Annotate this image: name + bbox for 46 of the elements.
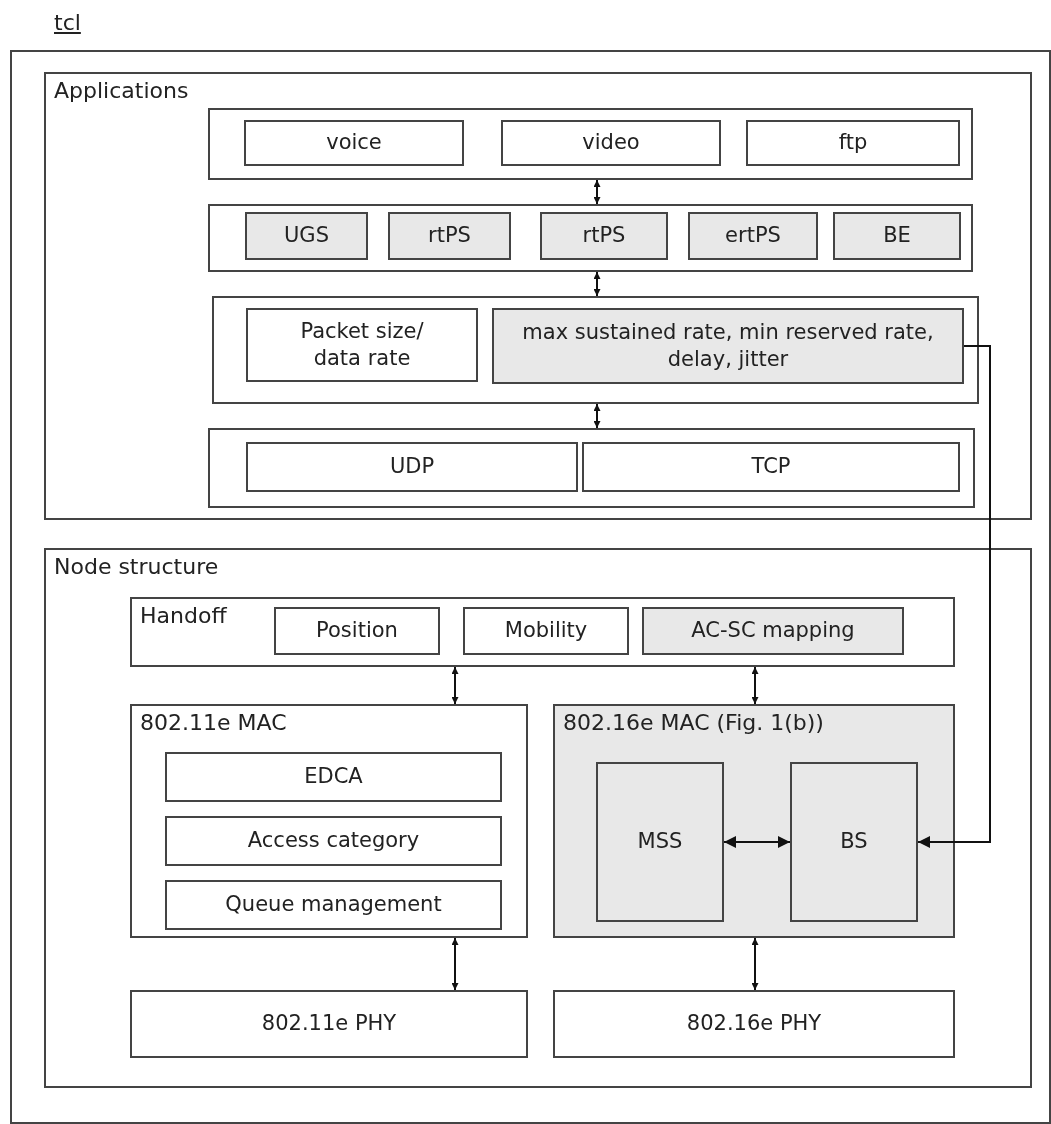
component-box: AC-SC mapping	[642, 607, 904, 655]
component-box: BS	[790, 762, 918, 922]
component-box: TCP	[582, 442, 960, 492]
component-box: rtPS	[540, 212, 668, 260]
arrow	[593, 403, 601, 429]
component-box: Position	[274, 607, 440, 655]
component-box: UGS	[245, 212, 368, 260]
group-title: Applications	[54, 78, 189, 103]
group-title: tcl	[54, 10, 81, 35]
group-panel	[130, 704, 528, 938]
component-box: Mobility	[463, 607, 629, 655]
component-box: video	[501, 120, 721, 166]
group-title: Node structure	[54, 554, 219, 579]
group-title: Handoff	[140, 603, 227, 628]
layer-band	[208, 428, 975, 508]
group-panel	[130, 597, 955, 667]
layer-band	[208, 204, 973, 272]
arrow	[751, 666, 759, 705]
component-box: voice	[244, 120, 464, 166]
component-box: EDCA	[165, 752, 502, 802]
component-box: BE	[833, 212, 961, 260]
component-box: ftp	[746, 120, 960, 166]
component-box: max sustained rate, min reserved rate, delay, jitter	[492, 308, 964, 384]
arrow	[751, 937, 759, 991]
arrow	[451, 937, 459, 991]
arrow	[723, 836, 791, 848]
component-box: rtPS	[388, 212, 511, 260]
component-box: ertPS	[688, 212, 818, 260]
arrow	[593, 179, 601, 205]
component-box: 802.11e PHY	[130, 990, 528, 1058]
group-panel	[44, 548, 1032, 1088]
component-box: Packet size/ data rate	[246, 308, 478, 382]
arrow	[917, 345, 991, 848]
arrow	[451, 666, 459, 705]
component-box: UDP	[246, 442, 578, 492]
component-box: MSS	[596, 762, 724, 922]
component-box: 802.16e PHY	[553, 990, 955, 1058]
group-panel	[44, 72, 1032, 520]
group-title: 802.11e MAC	[140, 710, 287, 735]
group-title: 802.16e MAC (Fig. 1(b))	[563, 710, 824, 735]
component-box: Queue management	[165, 880, 502, 930]
layer-band	[212, 296, 979, 404]
arrow	[593, 271, 601, 297]
group-panel	[553, 704, 955, 938]
layer-band	[208, 108, 973, 180]
component-box: Access category	[165, 816, 502, 866]
